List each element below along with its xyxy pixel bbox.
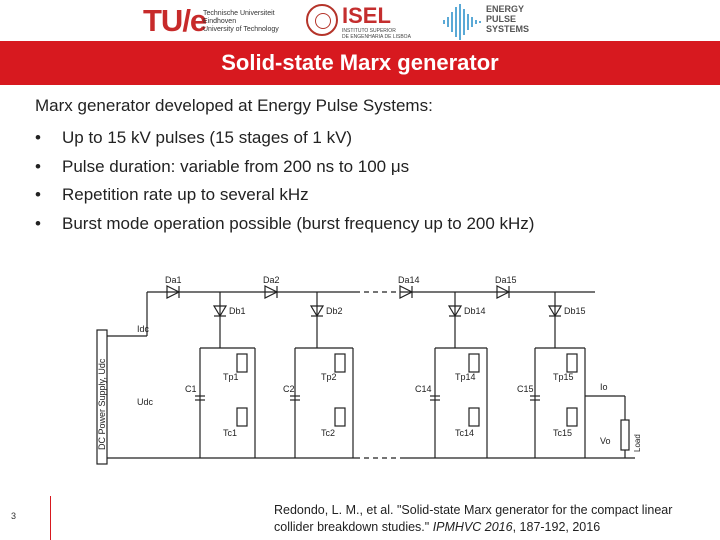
tc-label: Tc1	[223, 428, 237, 438]
eps-logo: ENERGY PULSE SYSTEMS	[442, 4, 552, 40]
db-label: Db1	[229, 306, 246, 316]
supply-label: DC Power Supply, Udc	[97, 358, 107, 450]
db-label: Db14	[464, 306, 486, 316]
idc-label: Idc	[137, 324, 150, 334]
tue-logo-text: Technische Universiteit Eindhoven Univer…	[203, 10, 279, 33]
isel-logo-text: INSTITUTO SUPERIOR DE ENGENHARIA DE LISB…	[342, 28, 411, 40]
c-label: C14	[415, 384, 432, 394]
slide-title: Solid-state Marx generator	[221, 50, 499, 75]
bullet-item: Repetition rate up to several kHz	[35, 181, 534, 210]
c-label: C15	[517, 384, 534, 394]
tc-label: Tc2	[321, 428, 335, 438]
load-label: Load	[633, 434, 642, 452]
c-label: C1	[185, 384, 197, 394]
tp-label: Tp15	[553, 372, 574, 382]
isel-logo: ISEL INSTITUTO SUPERIOR DE ENGENHARIA DE…	[306, 3, 436, 40]
io-label: Io	[600, 382, 608, 392]
bullet-item: Pulse duration: variable from 200 ns to …	[35, 153, 534, 182]
tp-label: Tp2	[321, 372, 337, 382]
db-label: Db2	[326, 306, 343, 316]
tue-logo: TU/e Technische Universiteit Eindhoven U…	[143, 4, 293, 38]
tc-label: Tc15	[553, 428, 572, 438]
c-label: C2	[283, 384, 295, 394]
vo-label: Vo	[600, 436, 611, 446]
udc-label: Udc	[137, 397, 154, 407]
page-number: 3	[11, 511, 17, 521]
page-divider	[50, 496, 51, 540]
reference-citation: Redondo, L. M., et al. "Solid-state Marx…	[274, 503, 673, 534]
bullet-item: Burst mode operation possible (burst fre…	[35, 210, 534, 239]
intro-text: Marx generator developed at Energy Pulse…	[35, 96, 433, 115]
da-label: Da1	[165, 275, 182, 285]
isel-logo-mark: ISEL	[342, 3, 391, 28]
db-label: Db15	[564, 306, 586, 316]
tue-logo-mark: TU/e	[143, 3, 207, 38]
bullet-list: Up to 15 kV pulses (15 stages of 1 kV) P…	[35, 124, 534, 238]
tc-label: Tc14	[455, 428, 474, 438]
isel-seal-icon	[306, 4, 338, 36]
da-label: Da2	[263, 275, 280, 285]
tp-label: Tp14	[455, 372, 476, 382]
pulse-wave-icon	[443, 4, 481, 40]
logo-strip: TU/e Technische Universiteit Eindhoven U…	[0, 0, 720, 42]
da-label: Da15	[495, 275, 517, 285]
da-label: Da14	[398, 275, 420, 285]
marx-circuit-diagram: DC Power Supply, Udc Idc Udc Da1 Da2 Da1…	[96, 275, 642, 465]
title-bar	[0, 41, 720, 85]
tp-label: Tp1	[223, 372, 239, 382]
bullet-item: Up to 15 kV pulses (15 stages of 1 kV)	[35, 124, 534, 153]
eps-logo-text: ENERGY PULSE SYSTEMS	[486, 4, 530, 34]
